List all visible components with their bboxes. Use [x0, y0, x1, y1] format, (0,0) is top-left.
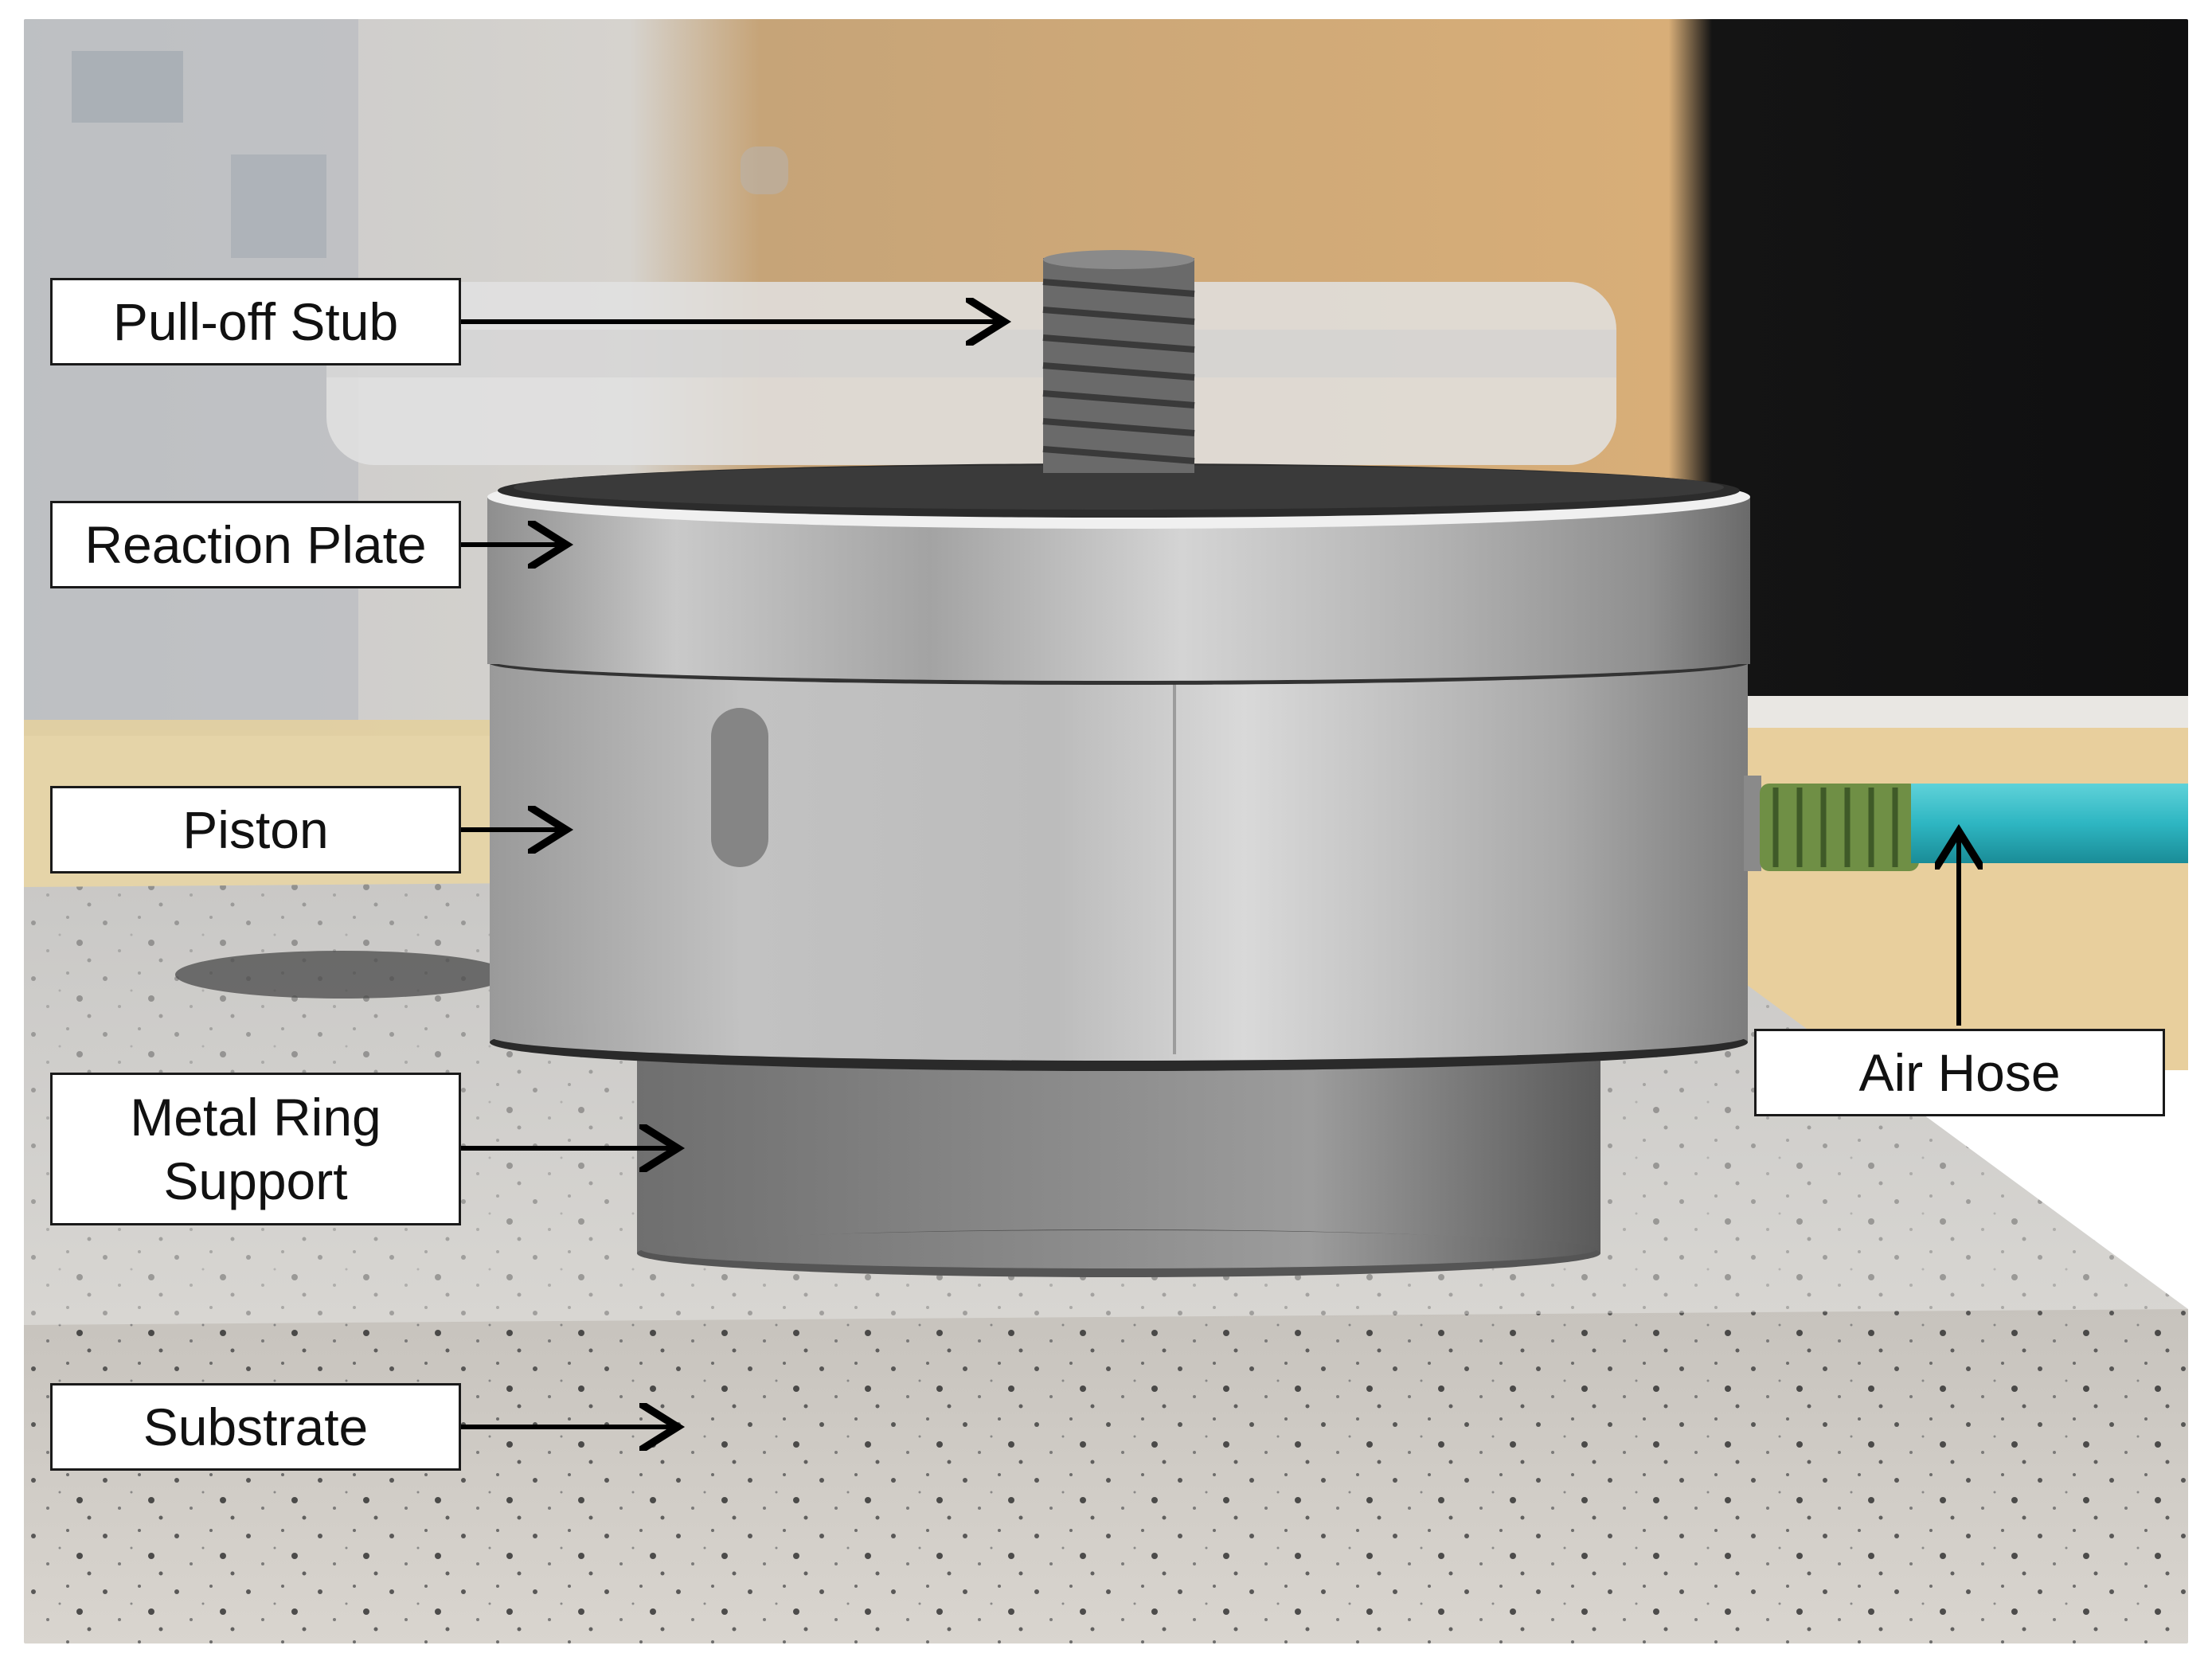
label-pull-off-stub: Pull-off Stub	[50, 278, 461, 365]
label-reaction-plate-text: Reaction Plate	[84, 515, 427, 574]
label-piston-text: Piston	[182, 800, 329, 859]
label-substrate: Substrate	[50, 1383, 461, 1471]
pull-off-tester-photo	[24, 19, 2188, 1644]
label-air-hose-text: Air Hose	[1858, 1043, 2061, 1102]
label-substrate-text: Substrate	[143, 1397, 369, 1456]
label-metal-ring-support: Metal Ring Support	[50, 1073, 461, 1225]
label-pull-off-stub-text: Pull-off Stub	[112, 292, 399, 351]
label-metal-ring-support-line1: Metal Ring	[130, 1088, 381, 1147]
label-piston: Piston	[50, 786, 461, 874]
equipment-photo	[24, 19, 2188, 1644]
label-reaction-plate: Reaction Plate	[50, 501, 461, 588]
label-metal-ring-support-line2: Support	[163, 1151, 348, 1210]
label-air-hose: Air Hose	[1754, 1029, 2165, 1116]
